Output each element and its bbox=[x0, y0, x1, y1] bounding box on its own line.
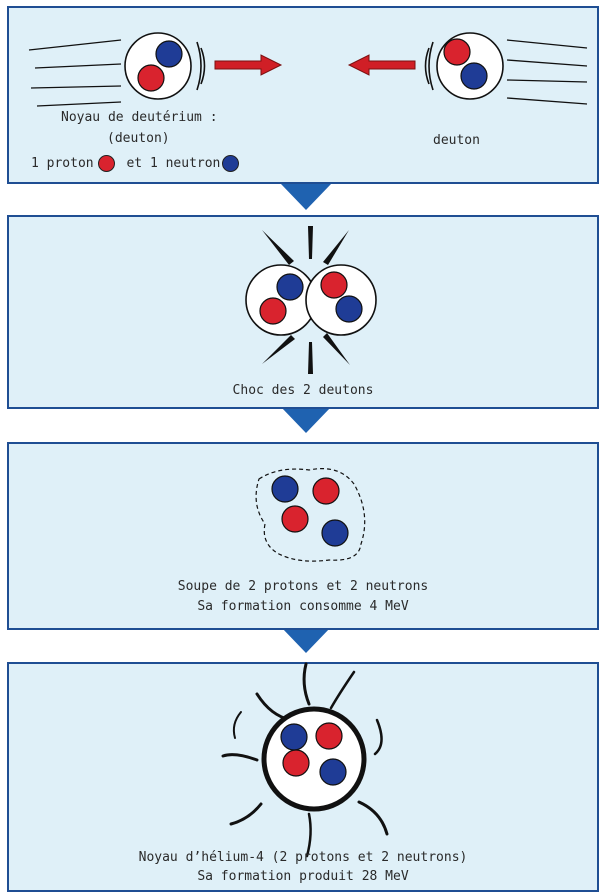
left-motion-arcs bbox=[196, 41, 206, 91]
right-motion-arcs bbox=[424, 41, 434, 91]
deuton-label-title: Noyau de deutérium : bbox=[61, 110, 218, 125]
colliding-deuton-left bbox=[245, 264, 317, 336]
arrow-right bbox=[214, 54, 283, 76]
helium-caption-line1: Noyau d’hélium-4 (2 protons et 2 neutron… bbox=[138, 850, 468, 865]
panel2-illustration bbox=[245, 226, 377, 374]
arrow-left bbox=[347, 54, 416, 76]
right-speed-lines bbox=[506, 39, 588, 105]
helium-caption-line2: Sa formation produit 28 MeV bbox=[197, 869, 409, 884]
panel-collision: Choc des 2 deutons bbox=[7, 215, 599, 409]
soup-boundary bbox=[255, 468, 366, 562]
right-deuton bbox=[436, 32, 504, 100]
right-deuton-label: deuton bbox=[433, 133, 480, 148]
energy-burst bbox=[221, 662, 389, 858]
legend-neutron-label: 1 neutron bbox=[149, 156, 221, 171]
collision-caption: Choc des 2 deutons bbox=[232, 383, 374, 398]
neutron-dot-icon bbox=[222, 155, 240, 172]
proton-dot-icon bbox=[97, 155, 115, 172]
neutron-1 bbox=[271, 475, 299, 503]
panel-helium-nucleus: Noyau d’hélium-4 (2 protons et 2 neutron… bbox=[7, 662, 599, 892]
impact-spikes bbox=[262, 226, 350, 374]
soup-caption-line1: Soupe de 2 protons et 2 neutrons bbox=[177, 579, 429, 594]
panel1-illustration bbox=[28, 32, 588, 107]
panel4-illustration bbox=[221, 662, 389, 858]
panel-deuton-approach: Noyau de deutérium : (deuton) 1 proton e… bbox=[7, 6, 599, 184]
soup-caption-line2: Sa formation consomme 4 MeV bbox=[197, 599, 409, 614]
left-speed-lines bbox=[28, 39, 122, 107]
left-deuton bbox=[124, 32, 192, 100]
proton-1 bbox=[312, 477, 340, 505]
deuton-label-subtitle: (deuton) bbox=[107, 131, 170, 146]
proton-2 bbox=[281, 505, 309, 533]
deuton-legend: 1 proton et 1 neutron bbox=[31, 154, 243, 174]
neutron-2 bbox=[321, 519, 349, 547]
helium-nucleus bbox=[261, 706, 367, 812]
legend-proton-label: 1 proton bbox=[31, 156, 94, 171]
panel-nucleon-soup: Soupe de 2 protons et 2 neutrons Sa form… bbox=[7, 442, 599, 630]
legend-and-label: et bbox=[126, 156, 143, 171]
panel3-illustration bbox=[255, 468, 366, 562]
colliding-deuton-right bbox=[305, 264, 377, 336]
